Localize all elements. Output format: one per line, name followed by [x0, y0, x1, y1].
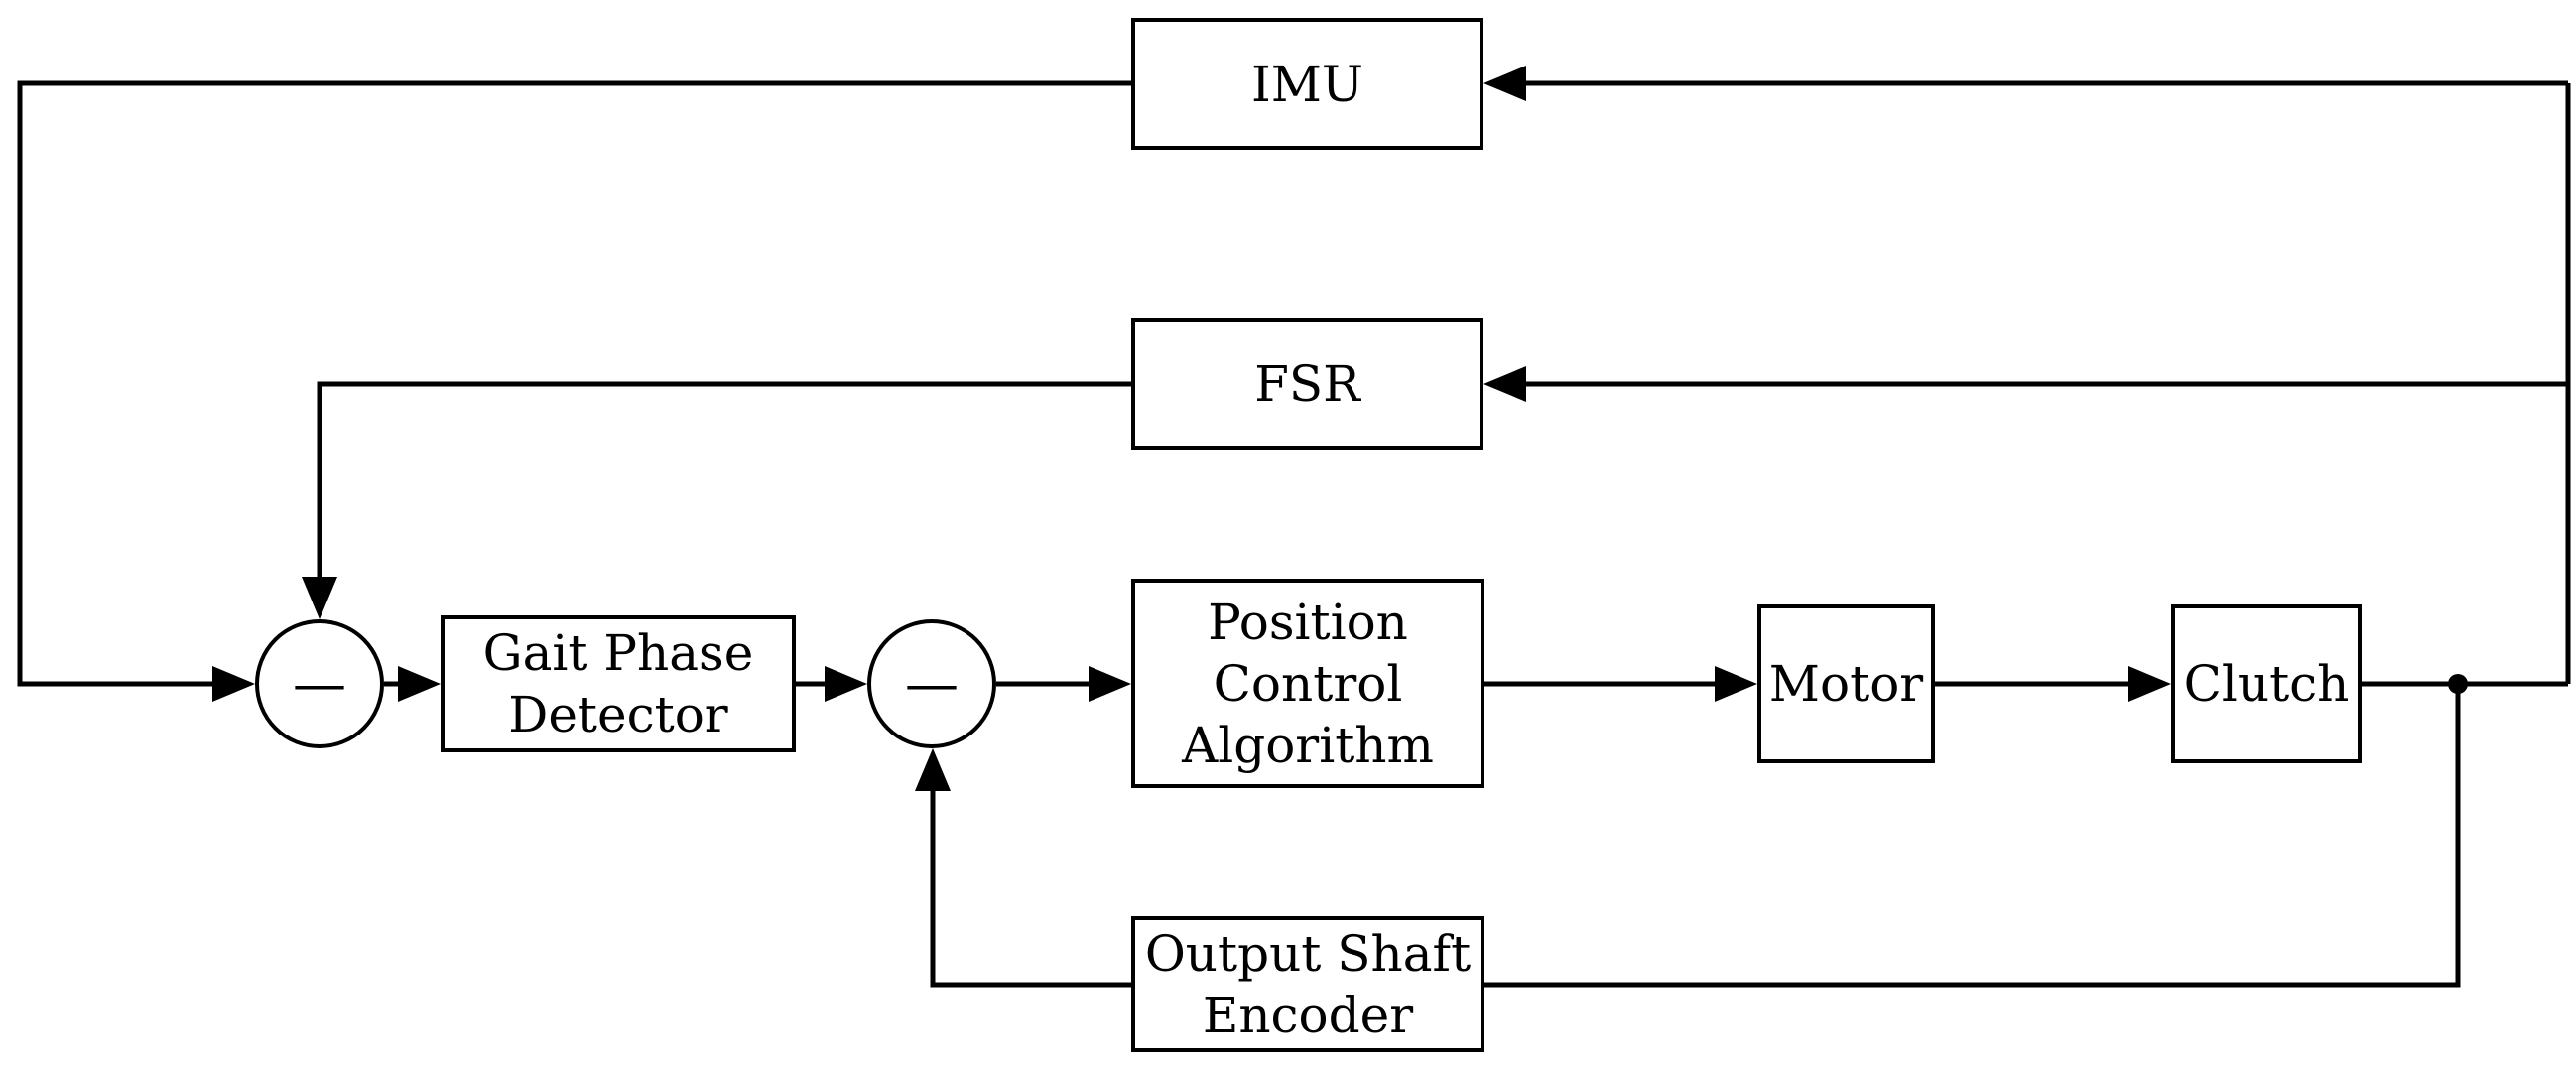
- summing-junction-2: —: [867, 619, 996, 748]
- arrowhead-sum1-top: [302, 577, 337, 619]
- encoder-input-line: [1484, 684, 2461, 988]
- arrowhead-imu-in: [1483, 66, 1526, 101]
- fsr-output-line: [317, 381, 1131, 581]
- output-shaft-encoder-block: Output Shaft Encoder: [1131, 916, 1484, 1052]
- imu-block: IMU: [1131, 18, 1483, 150]
- arrowhead-sum2-in: [825, 666, 867, 702]
- arrowhead-sum1-left: [212, 666, 255, 702]
- encoder-output-line: [930, 782, 1131, 988]
- branch-point-dot: [2448, 674, 2468, 694]
- arrowhead-fsr-in: [1483, 366, 1526, 402]
- motor-block: Motor: [1757, 604, 1935, 763]
- arrowhead-position-in: [1089, 666, 1131, 702]
- fsr-block: FSR: [1131, 318, 1483, 450]
- imu-output-line: [17, 80, 1131, 687]
- arrowhead-sum2-bottom: [915, 748, 951, 791]
- arrowhead-gait-in: [398, 666, 441, 702]
- position-control-algorithm-block: Position Control Algorithm: [1131, 579, 1484, 788]
- arrowhead-clutch-in: [2128, 666, 2171, 702]
- gait-phase-detector-block: Gait Phase Detector: [441, 615, 796, 752]
- clutch-block: Clutch: [2171, 604, 2362, 763]
- arrowhead-motor-in: [1715, 666, 1757, 702]
- summing-junction-1: —: [255, 619, 384, 748]
